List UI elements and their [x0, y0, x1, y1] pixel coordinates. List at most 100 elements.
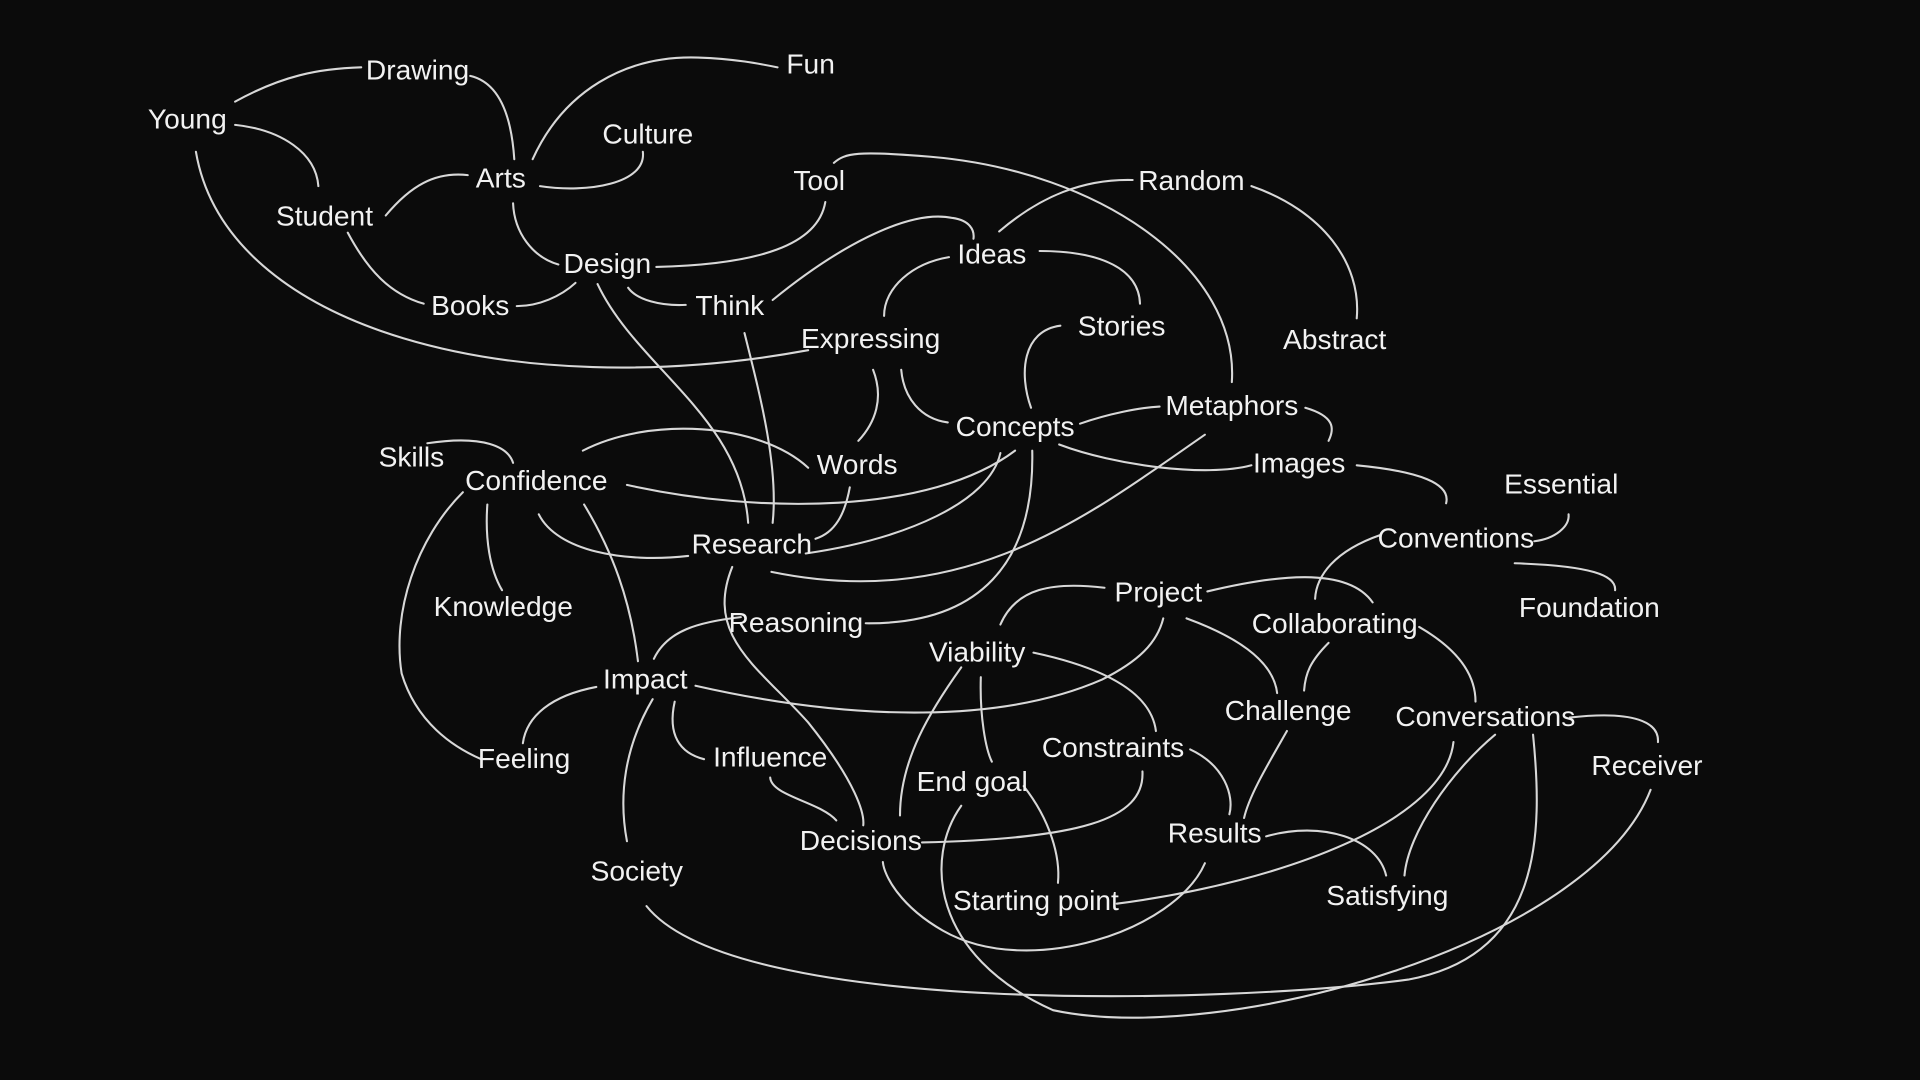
link-collaborating-conversations: [1418, 625, 1477, 703]
link-society-conversations: [645, 733, 1538, 998]
node-expressing: Expressing: [801, 323, 940, 354]
node-drawing: Drawing: [366, 55, 469, 86]
node-confidence: Confidence: [465, 465, 607, 496]
link-conventions-collaborating: [1314, 534, 1382, 600]
node-satisfying: Satisfying: [1326, 880, 1448, 911]
link-ideas-stories: [1038, 249, 1142, 305]
link-arts-fun: [531, 56, 779, 161]
node-stories: Stories: [1078, 311, 1166, 342]
link-think-research: [743, 332, 775, 524]
link-arts-design: [512, 202, 560, 266]
link-skills-confidence: [426, 439, 515, 464]
link-viability-project: [999, 584, 1106, 626]
node-fun: Fun: [786, 49, 835, 80]
node-metaphors: Metaphors: [1165, 390, 1298, 421]
link-confidence-concepts: [625, 449, 1017, 505]
link-drawing-arts: [469, 74, 516, 161]
node-foundation: Foundation: [1519, 592, 1660, 623]
node-influence: Influence: [713, 742, 827, 773]
node-essential: Essential: [1504, 469, 1618, 500]
link-viability-decisions: [898, 666, 963, 817]
node-tool: Tool: [793, 165, 845, 196]
link-confidence-knowledge: [485, 503, 504, 592]
link-results-decisions: [881, 861, 1206, 952]
link-endgoal-receiver: [940, 788, 1652, 1019]
node-impact: Impact: [603, 663, 688, 694]
node-abstract: Abstract: [1283, 324, 1386, 355]
node-knowledge: Knowledge: [434, 591, 573, 622]
link-images-conventions: [1355, 464, 1448, 505]
node-results: Results: [1168, 818, 1262, 849]
link-ideas-expressing: [883, 256, 951, 317]
link-design-tool: [655, 201, 827, 268]
node-student: Student: [276, 200, 373, 231]
node-decisions: Decisions: [800, 825, 922, 856]
node-young: Young: [148, 104, 227, 135]
link-confidence-feeling: [398, 491, 483, 761]
node-reasoning: Reasoning: [729, 607, 864, 638]
link-impact-influence: [671, 700, 706, 761]
link-ideas-random: [998, 178, 1134, 233]
link-arts-student: [384, 173, 469, 217]
connections: [194, 56, 1660, 1019]
link-expressing-concepts: [900, 368, 949, 424]
link-research-concepts: [804, 452, 1002, 555]
node-concepts: Concepts: [956, 411, 1075, 442]
link-concepts-reasoning: [864, 449, 1034, 625]
link-impact-society: [622, 698, 654, 843]
link-endgoal-startingpoint: [1022, 785, 1060, 884]
link-tool-metaphors: [832, 152, 1233, 384]
link-project-challenge: [1185, 617, 1279, 695]
node-images: Images: [1253, 448, 1345, 479]
link-conversations-receiver: [1568, 714, 1660, 744]
link-metaphors-images: [1304, 406, 1333, 442]
node-viability: Viability: [929, 636, 1026, 667]
node-random: Random: [1138, 165, 1244, 196]
node-feeling: Feeling: [478, 743, 570, 774]
node-research: Research: [692, 529, 813, 560]
node-collaborating: Collaborating: [1252, 608, 1418, 639]
link-constraints-results: [1189, 748, 1232, 816]
link-books-design: [515, 281, 577, 308]
link-results-satisfying: [1265, 829, 1388, 877]
link-challenge-results: [1243, 729, 1288, 819]
link-concepts-metaphors: [1078, 405, 1161, 425]
link-reasoning-impact: [652, 616, 742, 660]
link-conventions-foundation: [1513, 562, 1617, 592]
node-end-goal: End goal: [917, 766, 1028, 797]
link-influence-decisions: [769, 776, 838, 822]
node-books: Books: [431, 290, 509, 321]
node-ideas: Ideas: [957, 238, 1026, 269]
link-young-student: [234, 123, 320, 188]
link-constraints-decisions: [921, 770, 1144, 844]
link-project-collaborating: [1206, 576, 1374, 604]
link-confidence-research: [537, 513, 690, 559]
link-collaborating-challenge: [1303, 641, 1330, 692]
link-research-decisions: [723, 565, 865, 827]
link-young-drawing: [234, 66, 363, 103]
node-words: Words: [817, 449, 898, 480]
link-culture-arts: [538, 150, 644, 190]
link-words-research: [814, 486, 851, 540]
link-concepts-images: [1058, 443, 1253, 472]
node-challenge: Challenge: [1225, 695, 1352, 726]
link-viability-constraints: [1032, 651, 1157, 733]
link-conversations-satisfying: [1403, 733, 1497, 877]
link-design-think: [627, 286, 687, 307]
node-culture: Culture: [602, 118, 693, 149]
node-design: Design: [564, 248, 652, 279]
node-conversations: Conversations: [1395, 701, 1575, 732]
link-impact-project: [694, 617, 1165, 714]
node-receiver: Receiver: [1591, 750, 1702, 781]
link-stories-concepts: [1023, 324, 1062, 409]
link-confidence-impact: [583, 503, 639, 663]
link-essential-conventions: [1533, 513, 1570, 543]
link-expressing-words: [857, 368, 880, 442]
link-research-metaphors: [770, 433, 1206, 583]
node-skills: Skills: [379, 442, 445, 473]
link-design-research: [596, 283, 750, 524]
node-constraints: Constraints: [1042, 732, 1184, 763]
link-young-expressing: [194, 150, 810, 369]
link-confidence-words: [581, 427, 810, 469]
